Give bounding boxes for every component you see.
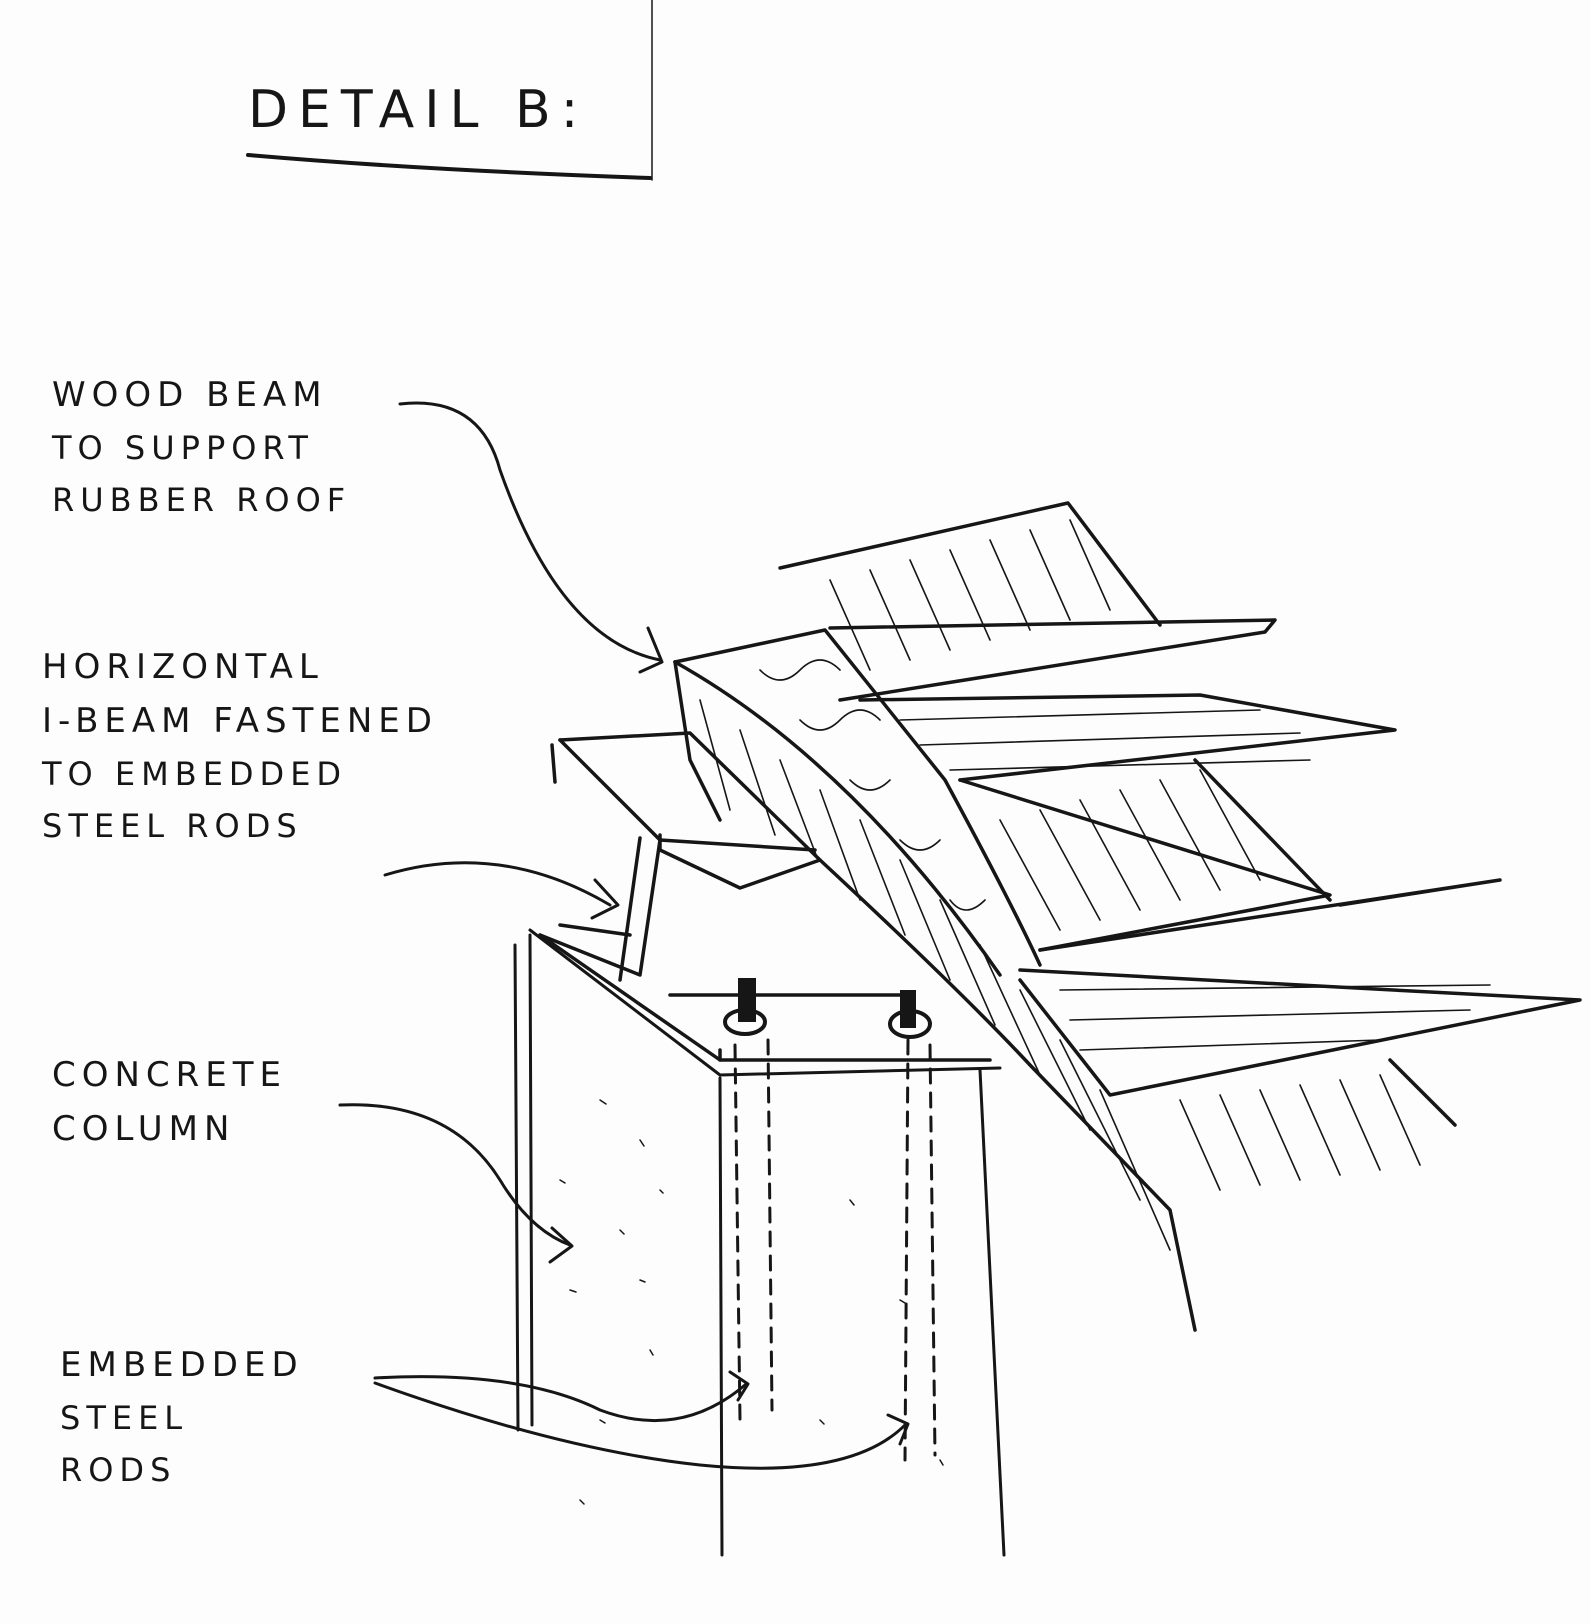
annotation-concrete-column: CONCRETE COLUMN bbox=[52, 1058, 287, 1166]
annotation-line: RUBBER ROOF bbox=[52, 481, 352, 519]
arrow-concrete bbox=[338, 1103, 572, 1247]
rubber-roof bbox=[778, 501, 1582, 1191]
arrow-rods-2 bbox=[373, 1381, 907, 1470]
annotation-line: STEEL RODS bbox=[42, 807, 303, 845]
annotation-line: COLUMN bbox=[52, 1109, 236, 1149]
annotation-embedded-rods: EMBEDDED STEEL RODS bbox=[60, 1348, 304, 1506]
title-underline bbox=[246, 153, 652, 180]
i-beam bbox=[538, 731, 992, 1062]
concrete-column bbox=[513, 928, 1006, 1557]
arrow-wood-beam bbox=[398, 401, 662, 662]
annotation-line: TO EMBEDDED bbox=[42, 755, 348, 793]
detail-title: DETAIL B: bbox=[248, 80, 589, 140]
annotation-i-beam: HORIZONTAL I-BEAM FASTENED TO EMBEDDED S… bbox=[42, 650, 438, 862]
annotation-line: I-BEAM FASTENED bbox=[42, 701, 438, 741]
arrow-i-beam bbox=[383, 861, 612, 907]
arrow-rods-1 bbox=[373, 1375, 747, 1423]
annotation-line: STEEL bbox=[60, 1399, 189, 1437]
wood-beam bbox=[673, 628, 1197, 1332]
anchor-bolts bbox=[723, 978, 932, 1039]
leader-arrows bbox=[338, 401, 910, 1470]
annotation-line: HORIZONTAL bbox=[42, 647, 324, 687]
annotation-line: CONCRETE bbox=[52, 1055, 288, 1095]
embedded-steel-rods bbox=[733, 1038, 937, 1462]
annotation-line: EMBEDDED bbox=[60, 1345, 304, 1385]
annotation-wood-beam: WOOD BEAM TO SUPPORT RUBBER ROOF bbox=[52, 378, 351, 536]
annotation-line: TO SUPPORT bbox=[52, 429, 314, 467]
annotation-line: RODS bbox=[60, 1451, 177, 1489]
annotation-line: WOOD BEAM bbox=[52, 375, 328, 415]
